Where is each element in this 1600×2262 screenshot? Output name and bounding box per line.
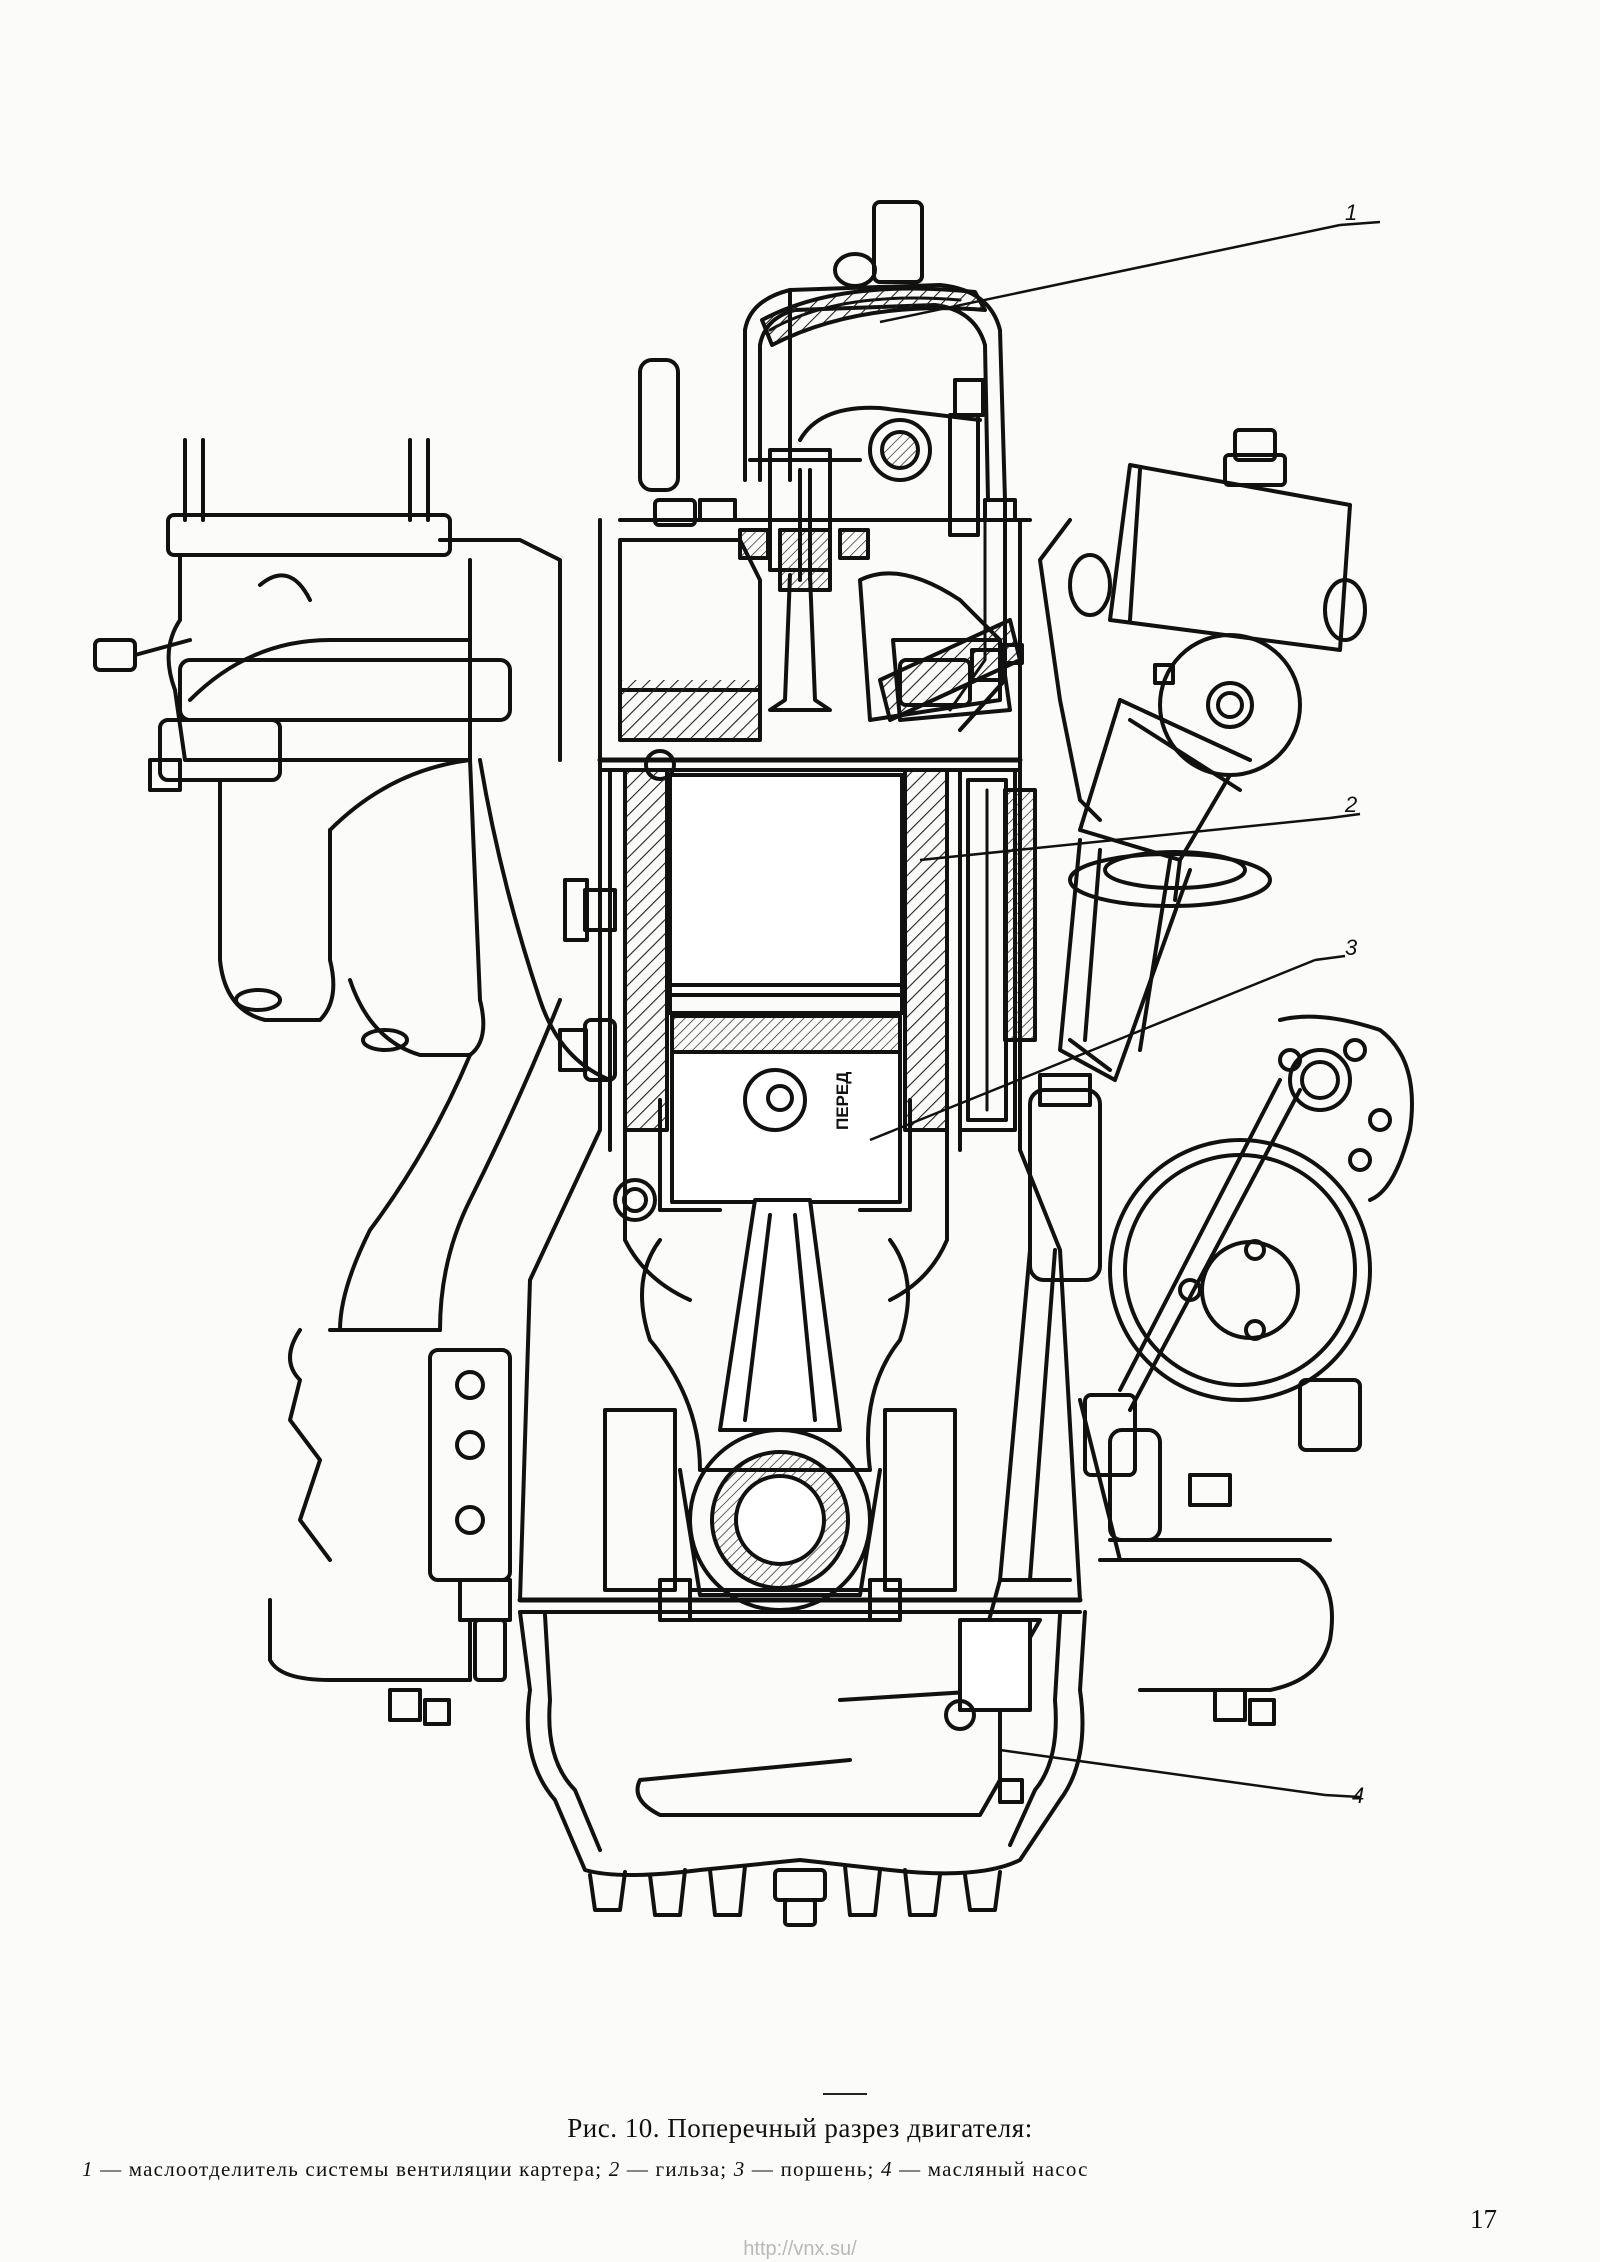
breather-tube xyxy=(1038,518,1272,1082)
generator xyxy=(1078,1014,1414,1562)
legend-text-4: — масляный насос xyxy=(892,2157,1089,2181)
page-number: 17 xyxy=(1470,2204,1497,2234)
legend-text-1: — маслоотделитель системы вентиляции кар… xyxy=(93,2157,609,2181)
manifold xyxy=(93,438,612,1332)
cylinder-head xyxy=(597,498,1024,781)
piston xyxy=(613,773,949,1302)
legend-num-3: 3 xyxy=(733,2157,746,2181)
figure-caption-title: Рис. 10. Поперечный разрез двигателя: xyxy=(567,2113,1033,2143)
engine-cross-section-figure: ПЕРЕД xyxy=(93,200,1414,1927)
oil-pan xyxy=(518,1610,1087,1927)
crankcase xyxy=(268,758,1334,1726)
watermark-link[interactable]: http://vnx.su/ xyxy=(743,2238,857,2260)
caption-rule xyxy=(823,2093,867,2095)
legend-text-2: — гильза; xyxy=(620,2157,734,2181)
legend-num-2: 2 xyxy=(608,2157,621,2181)
piston-stamp: ПЕРЕД xyxy=(833,1072,852,1130)
legend-num-4: 4 xyxy=(881,2157,893,2181)
callout-2: 2 xyxy=(1344,792,1357,817)
legend-num-1: 1 xyxy=(82,2157,94,2181)
valve-train xyxy=(738,378,985,712)
callout-4: 4 xyxy=(1352,1783,1364,1808)
leader-lines xyxy=(869,220,1381,1799)
figure-caption-legend: 1 — маслоотделитель системы вентиляции к… xyxy=(82,2157,1502,2182)
connecting-rod xyxy=(603,1198,957,1622)
distributor xyxy=(1068,428,1367,902)
legend-text-3: — поршень; xyxy=(745,2157,881,2181)
callout-1: 1 xyxy=(1345,200,1357,225)
valve-cover xyxy=(618,200,1032,527)
callout-3: 3 xyxy=(1345,935,1358,960)
